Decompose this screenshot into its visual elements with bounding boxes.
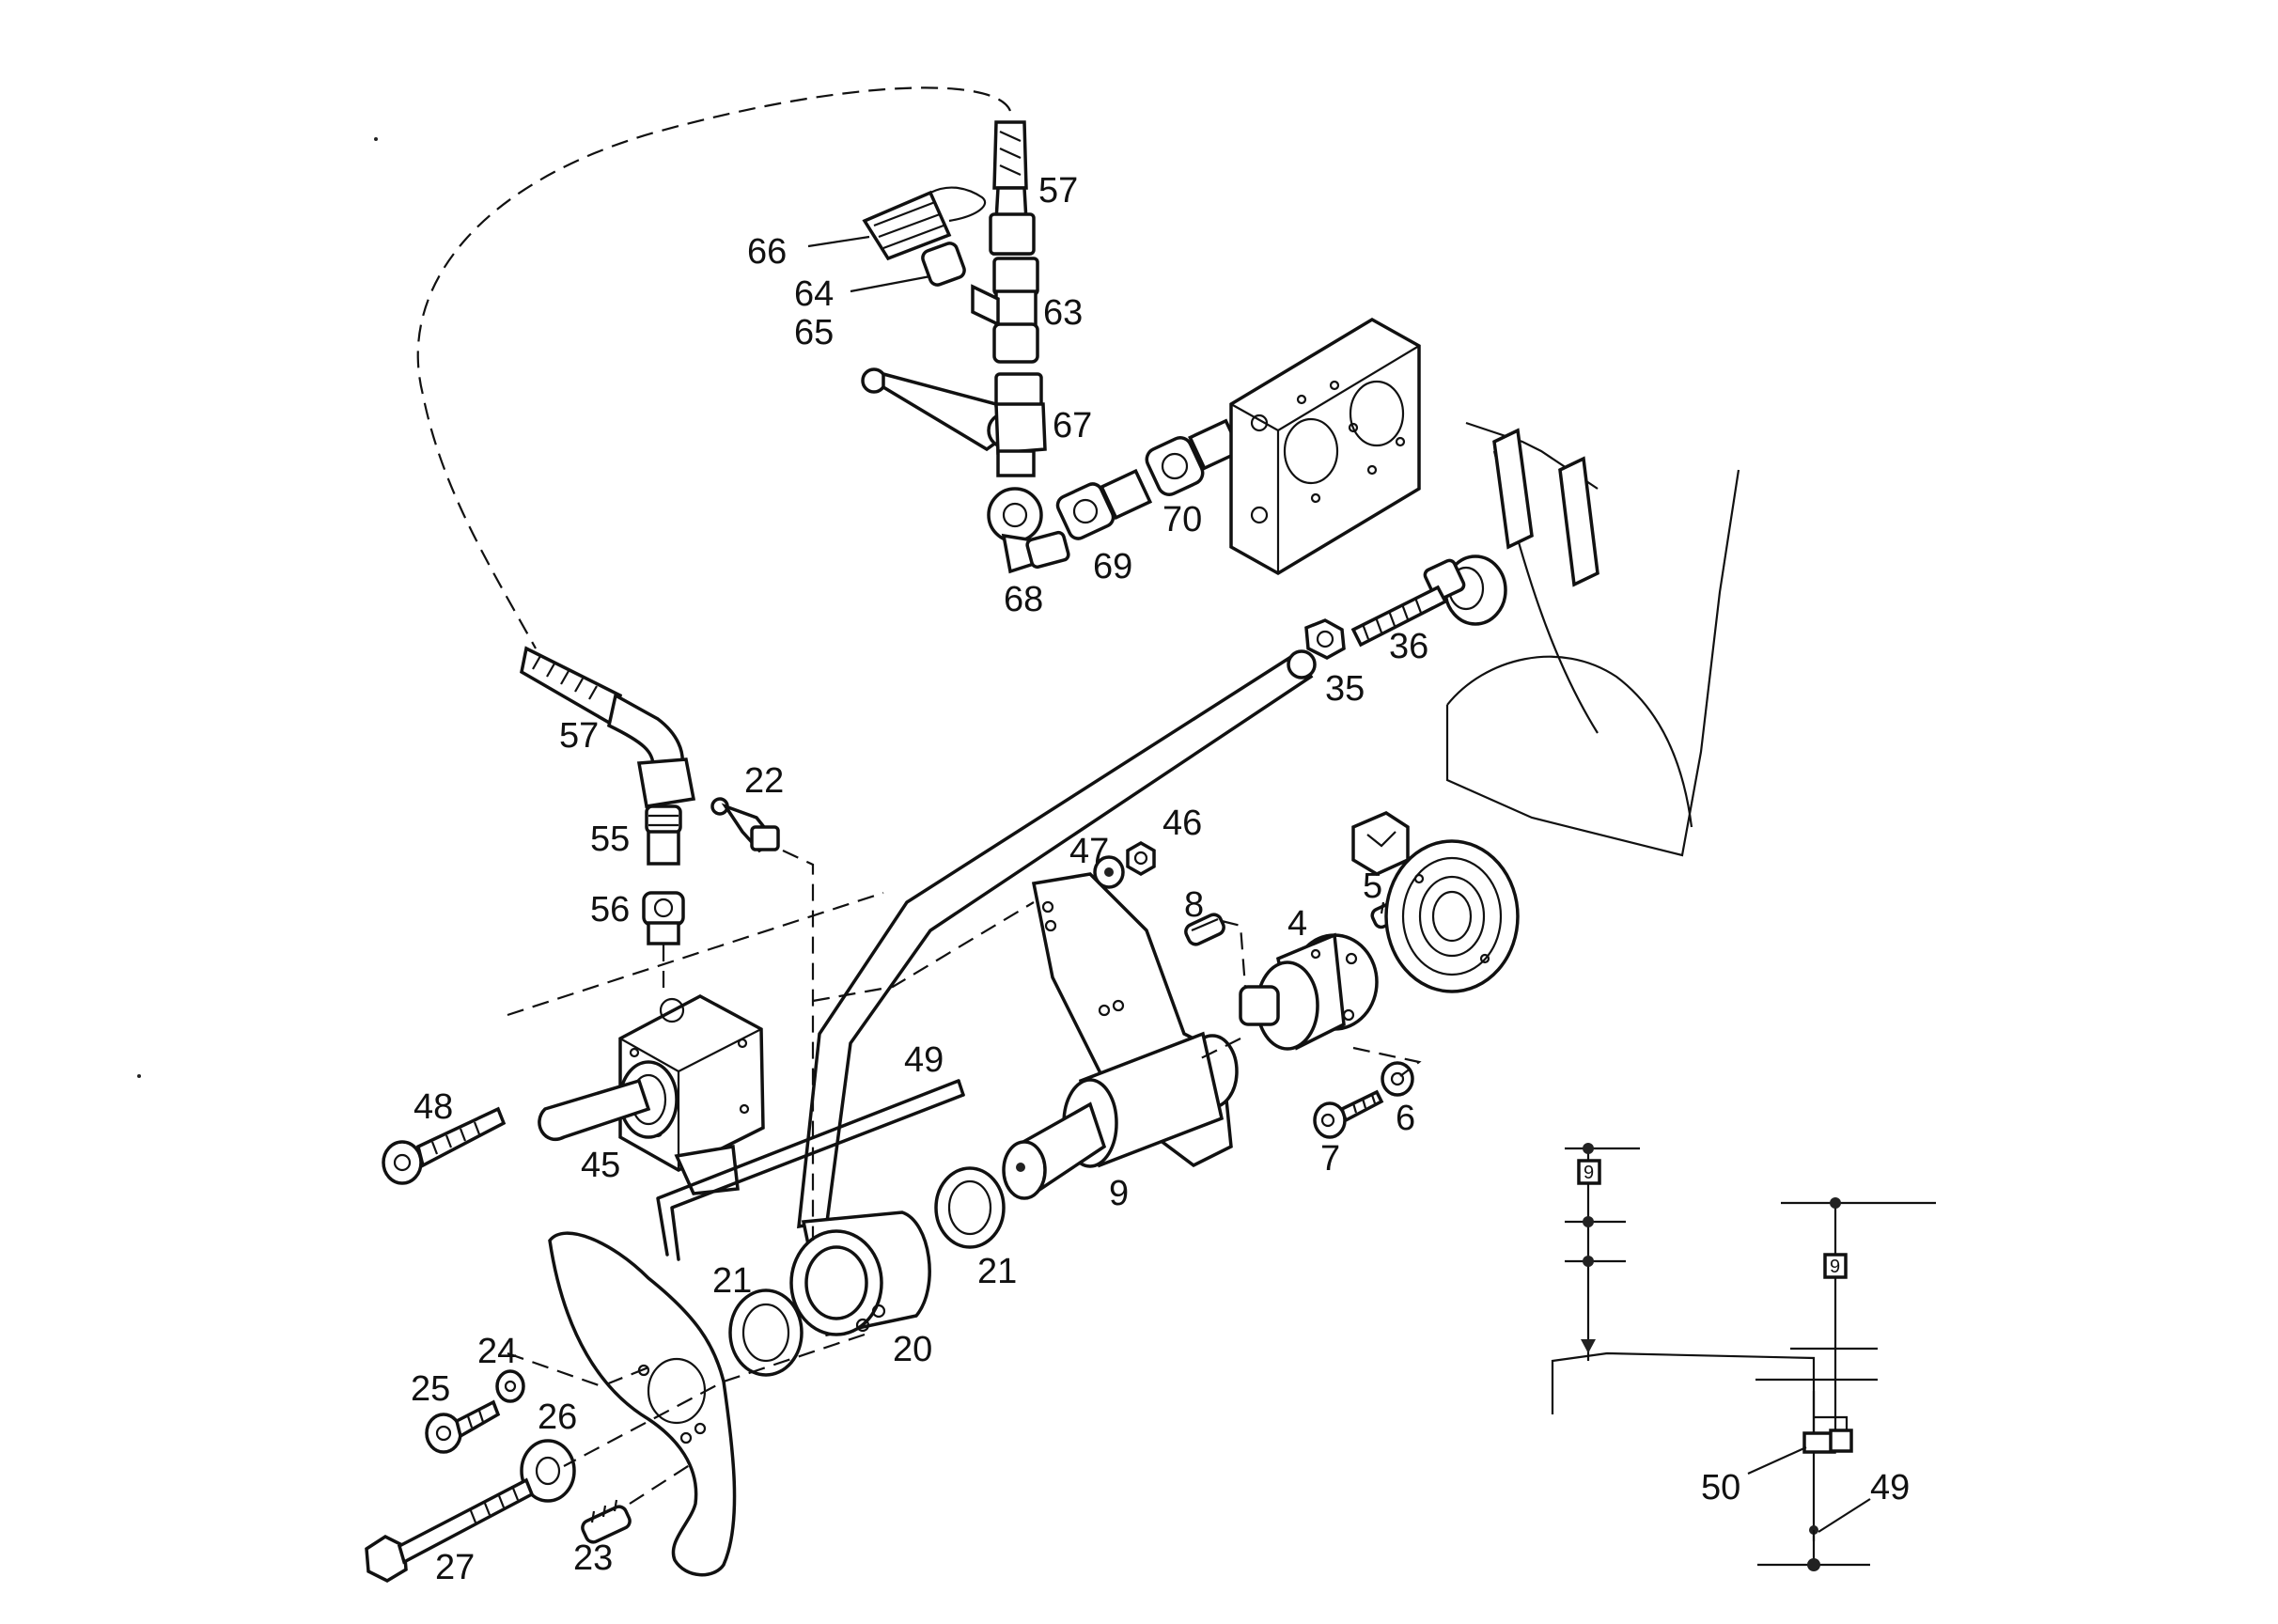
part-57-upper-fitting: [989, 120, 1036, 256]
part-26-washer: [520, 1439, 576, 1503]
part-24-washer: [495, 1369, 525, 1403]
label-20: 20: [893, 1330, 932, 1369]
label-57-lower: 57: [559, 716, 599, 756]
part-63-tee-fitting: [971, 257, 1039, 364]
part-69-fitting: [1055, 468, 1153, 540]
label-69: 69: [1093, 547, 1132, 586]
label-36: 36: [1389, 627, 1428, 666]
part-66-hose-fitting: [862, 186, 987, 287]
part-6-washer: [1381, 1061, 1414, 1097]
hose-57-dashed-path: [416, 86, 1012, 649]
assembly-line-5: [1193, 1038, 1241, 1063]
pto-flange: [1351, 811, 1520, 993]
assembly-line-7: [563, 1333, 866, 1467]
label-45: 45: [581, 1146, 620, 1185]
label-55: 55: [590, 820, 630, 859]
label-48: 48: [413, 1087, 453, 1127]
label-70: 70: [1162, 500, 1202, 539]
part-68-elbow: [987, 487, 1070, 574]
label-46: 46: [1162, 804, 1202, 843]
part-49-cable: [656, 1079, 965, 1261]
label-25: 25: [411, 1369, 450, 1409]
label-6: 6: [1396, 1099, 1415, 1138]
part-4-coupling-hub: [1239, 932, 1379, 1051]
label-21-left: 21: [712, 1261, 752, 1301]
assembly-line-8: [507, 1351, 649, 1388]
label-9: 9: [1109, 1174, 1129, 1213]
leader-64: [850, 274, 931, 293]
label-5: 5: [1363, 867, 1382, 906]
part-35-nut: [1304, 618, 1346, 660]
label-27: 27: [435, 1548, 475, 1587]
assembly-line-2: [782, 850, 815, 1241]
part-67-ball-valve: [861, 367, 1047, 477]
label-23: 23: [573, 1538, 613, 1578]
part-36-knob-bolt: [1350, 554, 1507, 648]
part-47-washer: [1093, 855, 1125, 889]
schematic-box-symbol-left: 9: [1584, 1163, 1594, 1183]
label-47: 47: [1069, 832, 1109, 871]
part-27-long-bolt: [365, 1477, 535, 1583]
label-63: 63: [1043, 293, 1083, 333]
label-65: 65: [794, 313, 834, 352]
part-7-bolt: [1313, 1089, 1384, 1139]
label-8: 8: [1184, 885, 1204, 925]
label-50: 50: [1701, 1468, 1740, 1507]
label-56: 56: [590, 890, 630, 929]
label-57-upper: 57: [1038, 171, 1078, 211]
label-4: 4: [1287, 904, 1307, 944]
assembly-line-9: [629, 1460, 696, 1505]
assembly-line-4: [1221, 919, 1247, 988]
label-64: 64: [794, 274, 834, 314]
leader-66: [807, 235, 870, 248]
label-67: 67: [1053, 406, 1092, 445]
part-23-pin: [581, 1499, 632, 1544]
valve-plate-block: [1229, 317, 1421, 576]
label-26: 26: [538, 1398, 577, 1437]
hydraulic-schematic: 9 9: [1551, 1143, 1936, 1571]
label-35: 35: [1325, 669, 1365, 709]
label-24: 24: [477, 1332, 517, 1371]
label-21-right: 21: [977, 1252, 1017, 1291]
part-45-control-valve: [538, 994, 765, 1195]
part-21-bushing-left: [728, 1288, 804, 1377]
part-57-lower-hose: [520, 646, 696, 809]
tractor-body-outline: [1445, 421, 1740, 857]
label-49: 49: [904, 1040, 944, 1080]
hook-guide-plate: [548, 1231, 737, 1577]
label-22: 22: [744, 761, 784, 801]
part-70-fitting: [1145, 418, 1242, 496]
label-68: 68: [1004, 580, 1043, 619]
label-49-schematic: 49: [1870, 1468, 1910, 1507]
leader-50: [1747, 1445, 1807, 1476]
assembly-line-6: [1352, 1046, 1422, 1077]
part-46-nut: [1126, 840, 1156, 877]
part-22-grease-nipple: [710, 797, 780, 853]
label-66: 66: [747, 232, 787, 272]
schematic-box-symbol-right: 9: [1830, 1257, 1840, 1277]
assembly-line-1: [812, 901, 1035, 1003]
label-7: 7: [1320, 1139, 1340, 1179]
part-21-bushing-right: [934, 1166, 1006, 1249]
part-9-shaft-bracket: [1002, 872, 1239, 1200]
assembly-line-10: [507, 891, 884, 1017]
part-56-fitting: [642, 891, 685, 945]
part-48-bolt: [382, 1106, 507, 1185]
part-25-bolt: [425, 1399, 501, 1454]
stray-dot-1: [374, 137, 378, 141]
part-20-pivot-boss: [789, 1210, 931, 1337]
leader-49b: [1818, 1498, 1871, 1533]
stray-dot-2: [137, 1074, 141, 1078]
part-55-fitting: [645, 804, 682, 866]
